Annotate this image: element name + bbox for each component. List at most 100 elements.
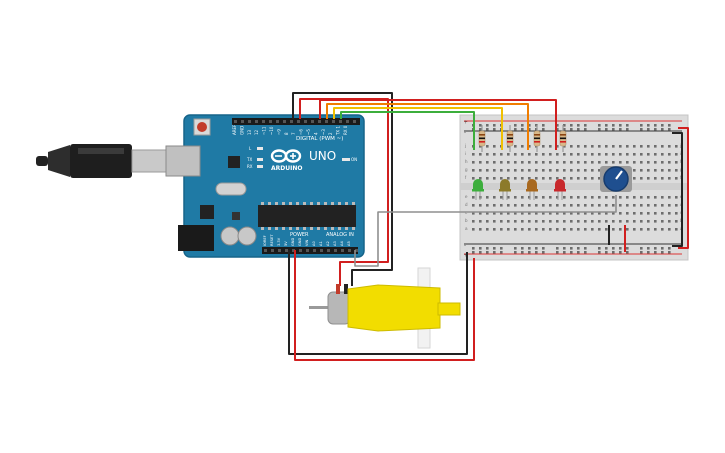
bottom-pin-label: A3: [333, 241, 337, 246]
digital-header: [232, 118, 360, 125]
wires: [288, 92, 689, 361]
pin-label: 7: [291, 132, 296, 135]
rail-label: +: [464, 120, 468, 126]
wire-orange: [326, 103, 529, 150]
bottom-pin-label: RESET: [270, 234, 274, 246]
atmega-chip: [258, 205, 356, 227]
power-analog-header: [262, 247, 358, 254]
wire-green: [340, 111, 475, 150]
analog-label: ANALOG IN: [326, 232, 354, 238]
row-label: f: [465, 175, 467, 180]
pin-label: AREF: [232, 124, 237, 135]
board-leds: L TX RX ON: [246, 146, 357, 169]
row-label: a: [465, 226, 468, 231]
pin-label: ~3: [321, 129, 326, 135]
center-channel: [460, 183, 688, 190]
usb-plug-metal: [131, 149, 167, 173]
usb-port: [165, 145, 201, 177]
led: [526, 179, 538, 200]
wire-gray-analog: [354, 195, 617, 267]
pin-label: RX 0: [343, 125, 348, 135]
breadboard-holes: [472, 124, 678, 254]
potentiometer-indicator: [615, 170, 623, 180]
svg-text:ON: ON: [351, 157, 357, 162]
leds: [472, 179, 566, 200]
pin-label: TX 1: [336, 126, 341, 136]
on-led: [342, 158, 350, 161]
power-jack: [178, 225, 214, 251]
resistor: [478, 125, 486, 152]
bottom-pin-label: A2: [326, 241, 330, 246]
bottom-pin-label: A0: [312, 241, 316, 246]
pin-label: 12: [254, 129, 259, 135]
pin-label: 2: [328, 132, 333, 135]
row-label: i: [680, 151, 681, 156]
wire-red-top: [299, 98, 389, 286]
capacitor-1: [220, 226, 240, 246]
wire-red-5v: [294, 250, 475, 361]
wire-red-rail-right: [678, 127, 689, 249]
crystal: [215, 182, 247, 196]
motor-shaft: [309, 306, 331, 309]
row-label: j: [679, 143, 681, 148]
bottom-pin-label: VIN: [305, 239, 309, 246]
row-label: d: [465, 202, 468, 207]
bottom-pin-label: A5: [347, 241, 351, 246]
arduino-maker: ARDUINO: [271, 165, 302, 172]
power-label: POWER: [290, 232, 309, 238]
usb-cable-strain-end: [36, 156, 48, 166]
resistor: [533, 125, 541, 152]
uno-brand: UNO: [309, 149, 336, 163]
led: [472, 179, 484, 200]
rail-label: -: [464, 243, 466, 249]
motor-can: [327, 291, 351, 325]
reset-button-cap[interactable]: [197, 122, 207, 132]
bottom-pin-label: IOREF: [263, 235, 267, 246]
row-label: g: [465, 167, 468, 172]
pin-label: ~9: [276, 129, 281, 135]
pin-label: GND: [239, 126, 244, 135]
rail-label: -: [464, 130, 466, 136]
pin-label: ~5: [306, 129, 311, 135]
pin-label: 13: [247, 129, 252, 135]
bottom-pin-label: A4: [340, 241, 344, 246]
pin-label: 8: [284, 132, 289, 135]
wire-red-led: [319, 99, 557, 150]
svg-text:RX: RX: [247, 164, 253, 169]
bottom-pin-label: A1: [319, 241, 323, 246]
bottom-pin-label: GND: [298, 238, 302, 246]
row-label: b: [465, 218, 468, 223]
regulator: [200, 205, 214, 219]
wire-black-rail-right: [672, 132, 683, 247]
svg-text:TX: TX: [246, 157, 252, 162]
resistors: [478, 125, 567, 152]
pin-label: ~11: [262, 126, 267, 135]
resistor: [559, 125, 567, 152]
bottom-pin-label: GND: [291, 238, 295, 246]
row-label: i: [465, 151, 466, 156]
wire-black-motor: [288, 250, 468, 355]
pin-label: ~6: [299, 129, 304, 135]
wire-yellow: [333, 107, 503, 150]
arduino-logo: [270, 149, 302, 163]
pin-label: 4: [313, 132, 318, 135]
capacitor-2: [237, 226, 257, 246]
dc-gear-motor: [309, 267, 461, 349]
digital-label: DIGITAL (PWM ~): [296, 136, 343, 142]
wire-black-gnd: [292, 92, 393, 286]
usb-chip: [228, 156, 240, 168]
potentiometer[interactable]: [600, 166, 632, 192]
led: [554, 179, 566, 200]
svg-text:L: L: [249, 146, 252, 151]
pin-label: ~10: [269, 126, 274, 135]
row-label: j: [464, 143, 466, 148]
usb-cable: [36, 144, 167, 178]
resistor: [506, 125, 514, 152]
motor-gearbox: [347, 284, 441, 332]
usb-cable-boot: [48, 145, 70, 177]
bottom-pin-label: 3.3V: [277, 237, 281, 246]
row-label: e: [465, 194, 468, 199]
